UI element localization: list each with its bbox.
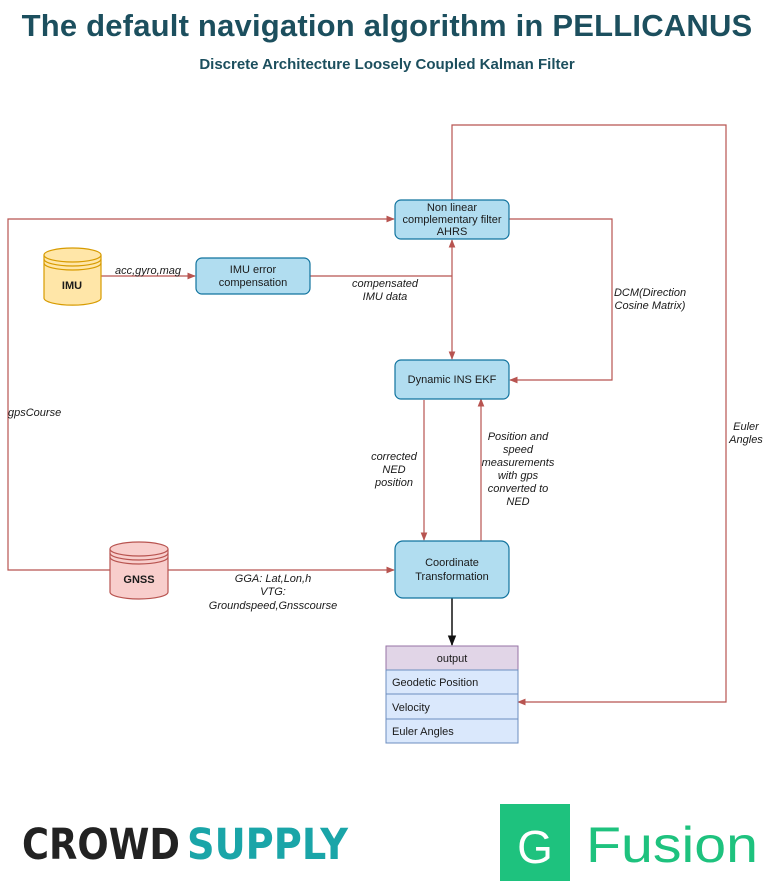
- label-gga-2: VTG:: [260, 586, 286, 598]
- imu-label: IMU: [62, 280, 82, 292]
- gfusion-logo: G Fusion: [500, 804, 758, 881]
- label-euler-2: Angles: [728, 434, 763, 446]
- coordinate-transformation-node: Coordinate Transformation: [394, 540, 510, 599]
- label-gga-3: Groundspeed,Gnsscourse: [209, 600, 337, 612]
- label-compensated-2: IMU data: [363, 291, 408, 303]
- label-corrected-2: NED: [382, 464, 405, 476]
- imu-cylinder: IMU: [43, 247, 102, 306]
- coord-label-1: Coordinate: [425, 557, 479, 569]
- label-pos-speed-6: NED: [506, 496, 529, 508]
- crowd-supply-logo-part1: CROWD: [22, 820, 180, 870]
- label-pos-speed-1: Position and: [488, 431, 549, 443]
- output-row-euler: Euler Angles: [392, 726, 454, 738]
- edge-euler-angles: [451, 124, 727, 706]
- output-header: output: [437, 653, 468, 665]
- edge-gps-course: [7, 215, 395, 571]
- crowd-supply-logo: CROWD SUPPLY: [22, 820, 349, 870]
- label-dcm-1: DCM(Direction: [614, 287, 686, 299]
- gnss-label: GNSS: [123, 574, 154, 586]
- label-gps-course: gpsCourse: [8, 407, 61, 419]
- page-title: The default navigation algorithm in PELL…: [21, 8, 753, 43]
- ahrs-label-3: AHRS: [437, 226, 468, 238]
- ahrs-label-1: Non linear: [427, 202, 477, 214]
- label-corrected-1: corrected: [371, 451, 418, 463]
- ekf-label: Dynamic INS EKF: [408, 374, 497, 386]
- imu-comp-label-2: compensation: [219, 277, 288, 289]
- gfusion-logo-word: Fusion: [586, 817, 758, 873]
- label-euler-1: Euler: [733, 421, 760, 433]
- ahrs-label-2: complementary filter: [402, 214, 501, 226]
- label-pos-speed-4: with gps: [498, 470, 539, 482]
- label-corrected-3: position: [374, 477, 413, 489]
- ekf-node: Dynamic INS EKF: [394, 359, 510, 400]
- imu-comp-label-1: IMU error: [230, 264, 277, 276]
- label-pos-speed-5: converted to: [488, 483, 549, 495]
- output-row-geodetic: Geodetic Position: [392, 677, 478, 689]
- gfusion-logo-letter: G: [517, 821, 553, 873]
- output-row-velocity: Velocity: [392, 702, 430, 714]
- gnss-cylinder: GNSS: [109, 541, 169, 600]
- output-table: output Geodetic Position Velocity Euler …: [385, 645, 519, 744]
- label-pos-speed-2: speed: [503, 444, 534, 456]
- crowd-supply-logo-part2: SUPPLY: [187, 820, 349, 870]
- label-pos-speed-3: measurements: [482, 457, 555, 469]
- label-acc-gyro-mag: acc,gyro,mag: [115, 265, 182, 277]
- page-subtitle: Discrete Architecture Loosely Coupled Ka…: [199, 56, 575, 73]
- label-compensated-1: compensated: [352, 278, 419, 290]
- label-dcm-2: Cosine Matrix): [615, 300, 686, 312]
- edge-dcm: [509, 218, 613, 384]
- label-gga-1: GGA: Lat,Lon,h: [235, 573, 311, 585]
- imu-compensation-node: IMU error compensation: [195, 257, 311, 295]
- ahrs-node: Non linear complementary filter AHRS: [394, 199, 510, 240]
- coord-label-2: Transformation: [415, 571, 489, 583]
